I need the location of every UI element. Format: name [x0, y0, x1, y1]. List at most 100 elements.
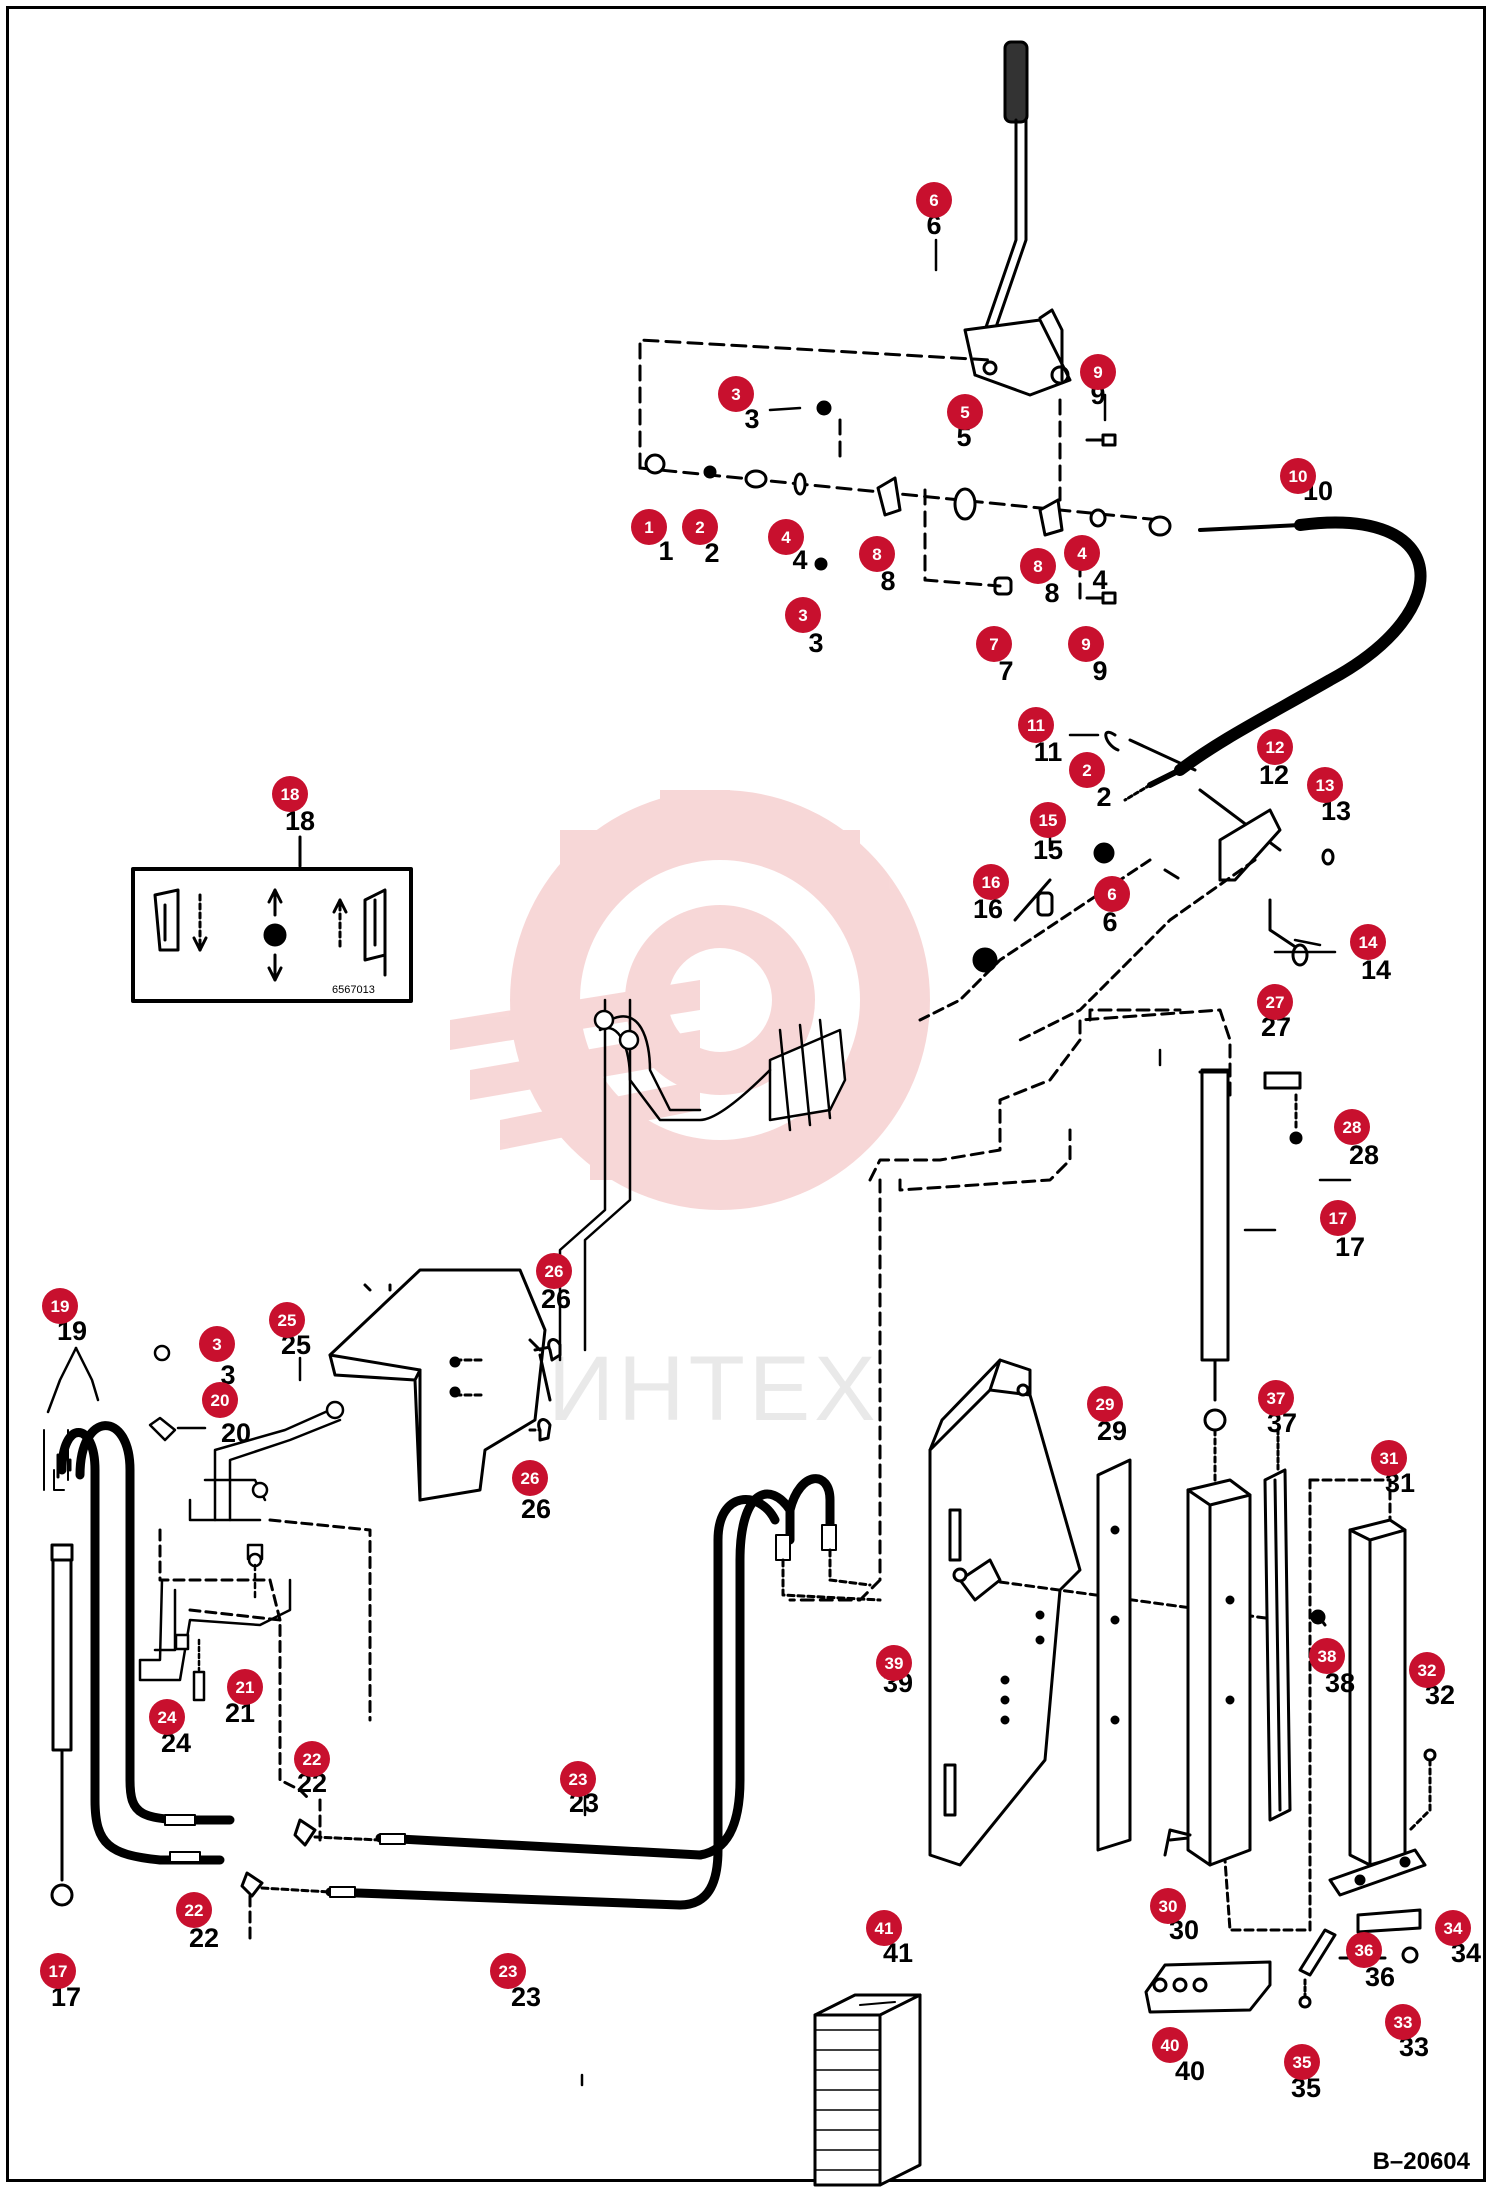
callout-marker[interactable]: [1257, 984, 1293, 1020]
decal-panel: [131, 835, 413, 1003]
callout-marker-label: 13: [1316, 776, 1335, 795]
callout-marker-label: 18: [281, 785, 300, 804]
callout-marker[interactable]: [1064, 535, 1100, 571]
callout-marker[interactable]: [202, 1382, 238, 1418]
callout-marker[interactable]: [1258, 1380, 1294, 1416]
decal-code: 6567013: [332, 984, 375, 996]
callout-marker[interactable]: [176, 1892, 212, 1928]
callout-marker[interactable]: [42, 1288, 78, 1324]
callout-marker[interactable]: [866, 1910, 902, 1946]
callout-marker[interactable]: [512, 1460, 548, 1496]
callout-marker[interactable]: [1069, 752, 1105, 788]
callout-marker[interactable]: [294, 1741, 330, 1777]
callout-marker-label: 30: [1159, 1897, 1178, 1916]
callout-marker[interactable]: [1257, 729, 1293, 765]
callout-marker[interactable]: [916, 182, 952, 218]
callout-marker-label: 39: [885, 1654, 904, 1673]
callout-marker-label: 5: [960, 403, 969, 422]
callout-marker[interactable]: [560, 1761, 596, 1797]
callout-marker[interactable]: [1346, 1932, 1382, 1968]
callout-marker-label: 17: [1329, 1209, 1348, 1228]
callout-marker[interactable]: [40, 1953, 76, 1989]
watermark-gear-logo: [450, 790, 930, 1210]
callout-marker[interactable]: [1350, 924, 1386, 960]
callout-marker[interactable]: [1307, 767, 1343, 803]
callout-c4b: 44: [1064, 535, 1108, 595]
callout-marker[interactable]: [785, 597, 821, 633]
callout-marker-label: 25: [278, 1311, 297, 1330]
callout-marker[interactable]: [976, 626, 1012, 662]
callout-marker[interactable]: [1094, 876, 1130, 912]
callout-marker-label: 32: [1418, 1661, 1437, 1680]
shaft-hardware: [644, 400, 1172, 605]
callout-marker[interactable]: [1152, 2027, 1188, 2063]
callout-marker-label: 9: [1081, 635, 1090, 654]
lower-hardware: [1298, 1908, 1422, 2009]
callout-marker[interactable]: [1320, 1200, 1356, 1236]
callout-marker[interactable]: [1334, 1109, 1370, 1145]
callout-marker[interactable]: [1087, 1386, 1123, 1422]
callout-c2b: 22: [1069, 752, 1112, 812]
callout-marker[interactable]: [1309, 1638, 1345, 1674]
callout-marker[interactable]: [1080, 354, 1116, 390]
callout-marker[interactable]: [199, 1326, 235, 1362]
callout-marker[interactable]: [1435, 1910, 1471, 1946]
callout-number: 4: [792, 545, 807, 575]
callout-marker[interactable]: [272, 776, 308, 812]
callout-marker-label: 3: [212, 1335, 221, 1354]
callout-marker[interactable]: [718, 376, 754, 412]
callout-marker[interactable]: [973, 864, 1009, 900]
callout-marker[interactable]: [768, 519, 804, 555]
callout-marker[interactable]: [859, 536, 895, 572]
callout-marker-label: 16: [982, 873, 1001, 892]
callout-marker[interactable]: [1020, 548, 1056, 584]
callout-marker[interactable]: [1284, 2044, 1320, 2080]
callout-marker[interactable]: [1280, 458, 1316, 494]
callout-marker-label: 28: [1343, 1118, 1362, 1137]
callout-marker[interactable]: [149, 1699, 185, 1735]
callout-number: 26: [521, 1494, 551, 1524]
callout-marker-label: 12: [1266, 738, 1285, 757]
callout-marker[interactable]: [1018, 707, 1054, 743]
callout-marker[interactable]: [227, 1669, 263, 1705]
callout-marker[interactable]: [631, 509, 667, 545]
callout-marker-label: 40: [1161, 2036, 1180, 2055]
callout-marker[interactable]: [1068, 626, 1104, 662]
callout-marker[interactable]: [1409, 1652, 1445, 1688]
callout-marker[interactable]: [1150, 1888, 1186, 1924]
callout-marker[interactable]: [1385, 2004, 1421, 2040]
callout-marker[interactable]: [682, 509, 718, 545]
callout-marker[interactable]: [1030, 802, 1066, 838]
left-cylinder-assembly: [43, 1421, 235, 1907]
callout-c2a: 22: [682, 509, 720, 568]
support-post: [1223, 1478, 1437, 1932]
callout-number: 22: [189, 1923, 219, 1953]
callout-marker[interactable]: [490, 1953, 526, 1989]
callout-c8a: 88: [859, 536, 896, 596]
callout-marker[interactable]: [1371, 1440, 1407, 1476]
callout-marker[interactable]: [876, 1645, 912, 1681]
callout-marker[interactable]: [947, 394, 983, 430]
callout-marker[interactable]: [536, 1253, 572, 1289]
valve-cover-shield: [328, 1268, 562, 1502]
callout-c6a: 66: [916, 182, 952, 240]
callout-marker[interactable]: [269, 1302, 305, 1338]
callout-number: 12: [1259, 760, 1289, 790]
